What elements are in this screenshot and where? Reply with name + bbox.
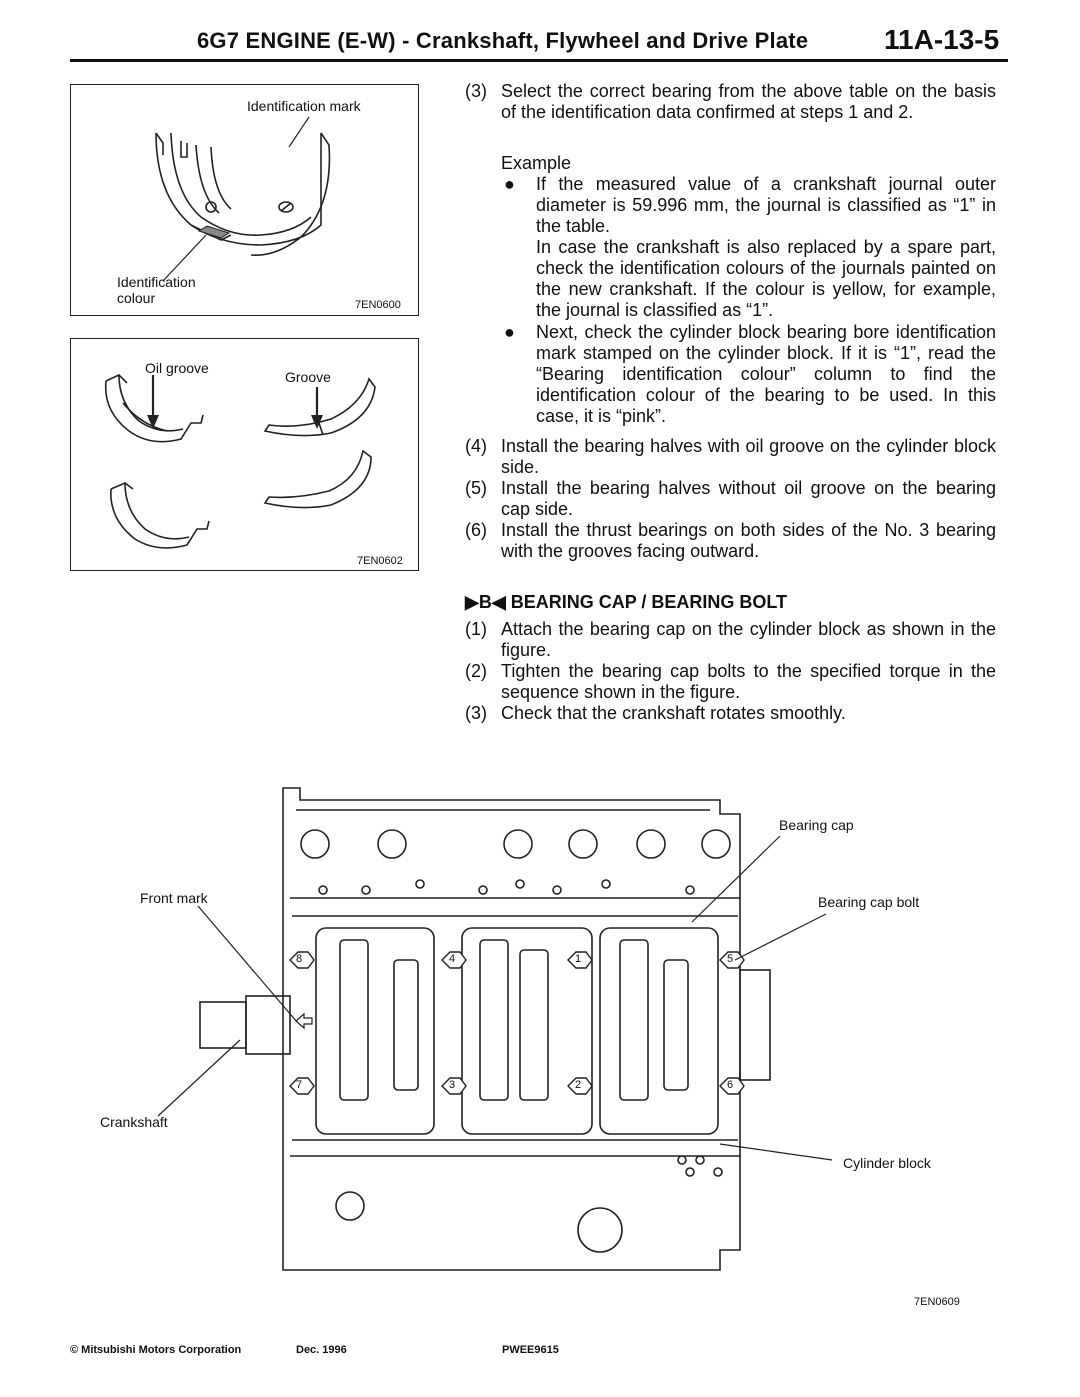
step-3: (3) Select the correct bearing from the … — [465, 81, 996, 123]
cylinder-block-illustration — [157, 787, 833, 1271]
step-6: (6) Install the thrust bearings on both … — [465, 520, 996, 562]
step-number: (3) — [465, 703, 487, 723]
left-arrow-icon: ◀ — [491, 592, 506, 612]
figure-code: 7EN0609 — [914, 1296, 960, 1308]
figure-code: 7EN0600 — [355, 299, 401, 311]
footer-company: Mitsubishi Motors Corporation — [81, 1344, 242, 1356]
bullet-text-2: In case the crankshaft is also replaced … — [536, 237, 996, 320]
page-number: 11A-13-5 — [884, 24, 1000, 55]
bullet-1: ● If the measured value of a crankshaft … — [500, 174, 996, 321]
bolt-number: 1 — [575, 953, 582, 965]
bullet-dot: ● — [504, 174, 515, 194]
header-rule — [70, 59, 1008, 62]
bolt-number: 7 — [296, 1079, 303, 1091]
label-identification-mark: Identification mark — [247, 98, 361, 114]
section-b-step-2: (2) Tighten the bearing cap bolts to the… — [465, 661, 996, 703]
bolt-number: 2 — [575, 1079, 582, 1091]
step-text: Check that the crankshaft rotates smooth… — [501, 703, 846, 723]
step-text: Install the thrust bearings on both side… — [501, 520, 996, 561]
right-arrow-icon: ▶ — [465, 592, 479, 612]
footer-doc-id: PWEE9615 — [502, 1344, 559, 1356]
step-4: (4) Install the bearing halves with oil … — [465, 436, 996, 478]
label-bearing-cap-bolt: Bearing cap bolt — [818, 894, 920, 910]
step-number: (5) — [465, 478, 487, 498]
example-label: Example — [501, 153, 572, 173]
bullet-text-1: If the measured value of a crankshaft jo… — [536, 174, 996, 236]
section-heading: ▶B◀ BEARING CAP / BEARING BOLT — [465, 592, 787, 613]
label-identification-colour-1: Identification — [117, 274, 196, 290]
bolt-number: 8 — [296, 953, 303, 965]
section-b-step-1: (1) Attach the bearing cap on the cylind… — [465, 619, 996, 661]
step-text: Install the bearing halves with oil groo… — [501, 436, 996, 477]
label-bearing-cap: Bearing cap — [779, 817, 854, 833]
label-crankshaft: Crankshaft — [100, 1114, 168, 1130]
label-identification-colour-2: colour — [117, 290, 156, 306]
step-number: (3) — [465, 81, 487, 101]
bullet-dot: ● — [504, 322, 515, 342]
copyright-icon: © — [70, 1344, 79, 1356]
footer-date: Dec. 1996 — [296, 1344, 347, 1356]
page-title: 6G7 ENGINE (E-W) - Crankshaft, Flywheel … — [197, 28, 809, 53]
figure-bearing-cap-sequence: 8 4 1 5 7 3 2 6 Bearing cap Front mark B… — [0, 780, 1080, 1320]
label-cylinder-block: Cylinder block — [843, 1155, 931, 1171]
step-text: Tighten the bearing cap bolts to the spe… — [501, 661, 996, 702]
bolt-number: 5 — [727, 953, 734, 965]
step-number: (2) — [465, 661, 487, 681]
label-front-mark: Front mark — [140, 890, 208, 906]
bullet-2: ● Next, check the cylinder block bearing… — [500, 322, 996, 427]
figure-bearing-identification: Identification mark Identification colou… — [70, 84, 419, 316]
section-b-step-3: (3) Check that the crankshaft rotates sm… — [465, 703, 996, 724]
step-text: Install the bearing halves without oil g… — [501, 478, 996, 519]
label-groove: Groove — [285, 369, 331, 385]
step-number: (1) — [465, 619, 487, 639]
label-oil-groove: Oil groove — [145, 360, 209, 376]
step-text: Attach the bearing cap on the cylinder b… — [501, 619, 996, 660]
bullet-text: Next, check the cylinder block bearing b… — [536, 322, 996, 426]
bolt-number: 3 — [449, 1079, 456, 1091]
bolt-number: 6 — [727, 1079, 734, 1091]
section-marker: B — [478, 592, 492, 612]
bearing-identification-illustration — [155, 116, 331, 282]
step-number: (6) — [465, 520, 487, 540]
section-title: BEARING CAP / BEARING BOLT — [510, 592, 788, 612]
step-5: (5) Install the bearing halves without o… — [465, 478, 996, 520]
figure-bearing-grooves: Oil groove Groove 7EN0602 — [70, 338, 419, 571]
bolt-number: 4 — [449, 953, 456, 965]
bearing-grooves-illustration — [104, 374, 376, 549]
step-number: (4) — [465, 436, 487, 456]
step-text: Select the correct bearing from the abov… — [501, 81, 996, 122]
figure-code: 7EN0602 — [357, 555, 403, 567]
footer-copyright: © Mitsubishi Motors Corporation — [70, 1344, 241, 1356]
